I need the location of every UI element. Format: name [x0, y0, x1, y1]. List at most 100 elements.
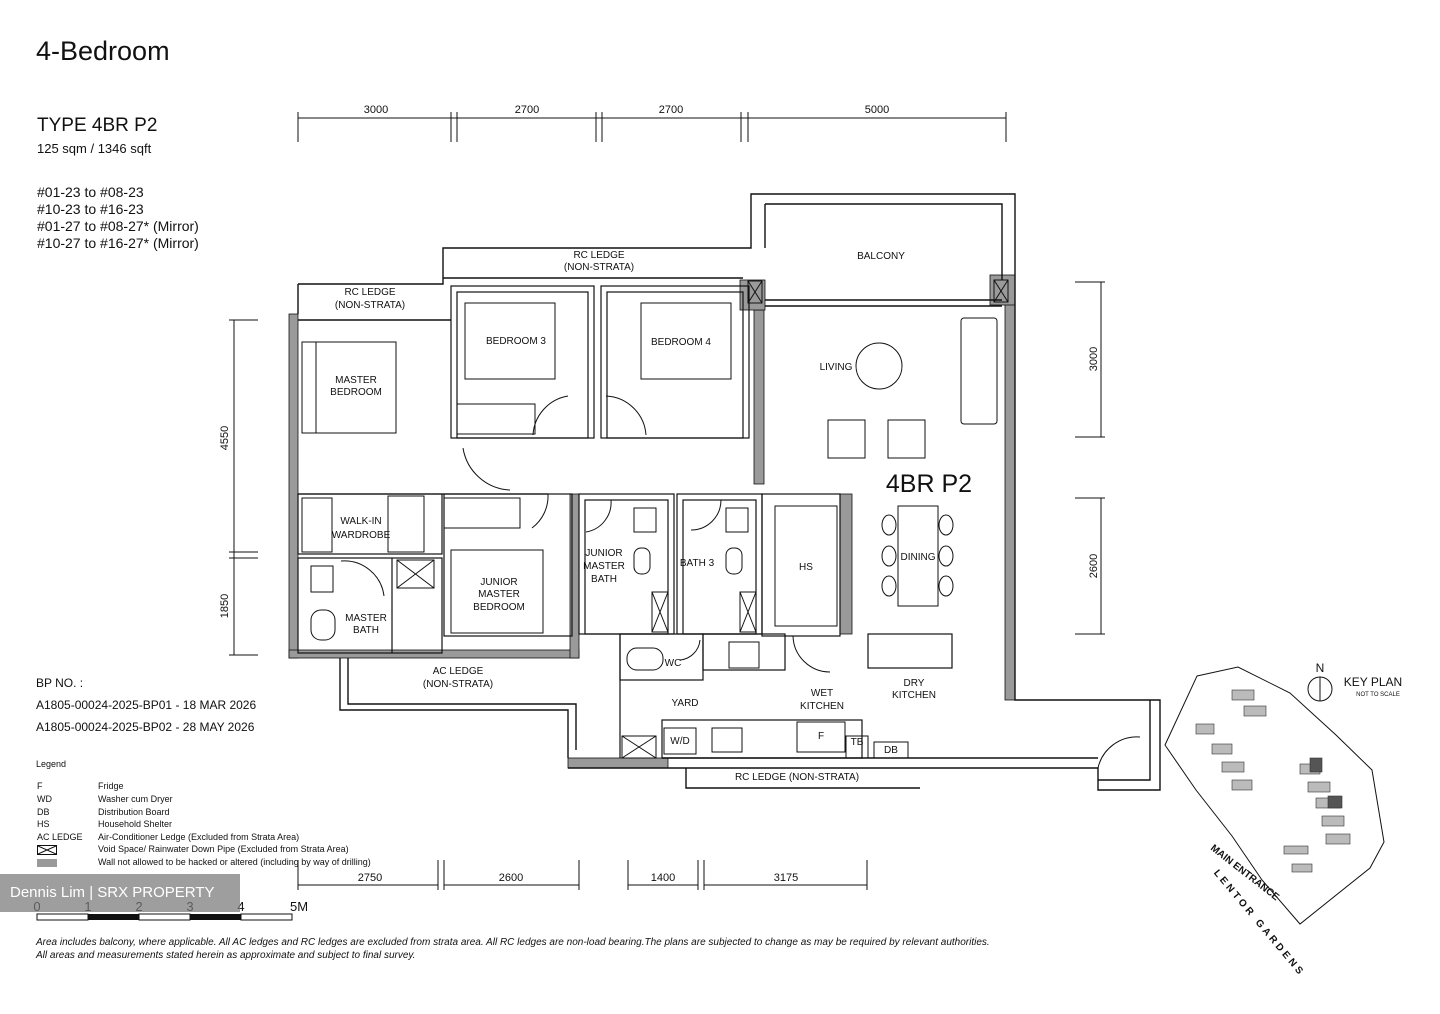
sink-icon [711, 727, 743, 753]
room-label-junior-master-bedroom: JUNIOR [480, 577, 517, 588]
dimension-label: 2750 [358, 872, 382, 884]
ledge-label-rc: RC LEDGE (NON-STRATA) [735, 772, 859, 783]
void-boxes [396, 279, 1009, 759]
bed4-icon [640, 302, 732, 380]
room-label-junior-master-bath: JUNIOR [585, 548, 622, 559]
dining-table-icon [897, 505, 939, 607]
room-label-yard: YARD [671, 698, 698, 709]
room-label-wet-kitchen: WET [811, 688, 833, 699]
desk-icon [456, 403, 536, 435]
legend-key: HS [37, 819, 50, 829]
fridge-icon [796, 721, 846, 753]
room-label-bedroom3: BEDROOM 3 [486, 336, 546, 347]
room-label-junior-master-bath: MASTER [583, 561, 625, 572]
legend-desc: Air-Conditioner Ledge (Excluded from Str… [98, 832, 300, 842]
dimension-label: 4550 [219, 426, 231, 450]
dimension-bottom [297, 860, 868, 890]
room-label-balcony: BALCONY [857, 251, 905, 262]
basin-icon [310, 565, 334, 593]
site-blocks [1195, 689, 1351, 873]
basin-icon [633, 507, 657, 533]
footnote: Area includes balcony, where applicable.… [36, 936, 990, 962]
scale-bar [36, 913, 293, 921]
site-outline [1164, 666, 1385, 925]
room-label-master-bedroom: MASTER [335, 375, 377, 386]
unit-range: #01-27 to #08-27* (Mirror) [37, 218, 199, 234]
north-label: N [1316, 661, 1325, 675]
coffee-table-icon [855, 342, 903, 390]
unit-type-label: TYPE 4BR P2 [37, 115, 158, 136]
scale-label: 5M [290, 899, 308, 914]
void-space-icon [37, 845, 57, 855]
room-label-junior-master-bath: BATH [591, 574, 617, 585]
room-label-master-bath: BATH [353, 625, 379, 636]
dimension-label: 1400 [651, 872, 675, 884]
armchair-icon [887, 419, 926, 459]
legend-title: Legend [36, 759, 67, 769]
room-label-dry-kitchen: KITCHEN [892, 690, 936, 701]
junior-bed-icon [450, 549, 544, 634]
legend-key: AC LEDGE [37, 832, 83, 842]
dimension-label: 2600 [499, 872, 523, 884]
room-label-living: LIVING [820, 362, 853, 373]
bed3-icon [464, 302, 556, 380]
furniture [301, 302, 998, 759]
armchair-icon [827, 419, 866, 459]
dimension-label: 5000 [865, 104, 889, 116]
unit-area: 125 sqm / 1346 sqft [37, 141, 152, 156]
structural-wall-swatch [37, 859, 57, 867]
interior-walls [297, 285, 953, 759]
label-fridge: F [818, 731, 824, 742]
label-db: DB [884, 745, 898, 756]
ledge-label-ac: AC LEDGE [433, 666, 484, 677]
ledge-label-rc: (NON-STRATA) [335, 300, 405, 311]
legend-desc: Fridge [98, 781, 124, 791]
bp-number: A1805-00024-2025-BP02 - 28 MAY 2026 [36, 720, 255, 734]
toilet-icon [310, 609, 336, 641]
plan-type-label: 4BR P2 [886, 470, 972, 498]
dimension-label: 1850 [219, 594, 231, 618]
basin-icon [725, 507, 749, 533]
legend-desc: Wall not allowed to be hacked or altered… [98, 857, 371, 867]
room-label-junior-master-bedroom: BEDROOM [473, 602, 525, 613]
room-label-walkin: WALK-IN [340, 516, 381, 527]
legend-desc: Distribution Board [98, 807, 170, 817]
page-title: 4-Bedroom [36, 36, 170, 66]
sofa-icon [960, 317, 998, 425]
scale-label: 4 [237, 899, 244, 914]
footnote-line: All areas and measurements stated herein… [36, 950, 416, 961]
hob-icon [728, 641, 760, 669]
legend-key: F [37, 781, 43, 791]
toilet-icon [725, 547, 743, 575]
room-label-wc: WC [665, 658, 682, 669]
footnote-line: Area includes balcony, where applicable.… [36, 937, 990, 948]
legend-key: DB [37, 807, 50, 817]
key-plan [1164, 666, 1385, 925]
room-label-bath3: BATH 3 [680, 558, 715, 569]
legend-desc: Household Shelter [98, 819, 173, 829]
label-wd: W/D [670, 736, 689, 747]
room-label-hs: HS [799, 562, 813, 573]
room-label-wet-kitchen: KITCHEN [800, 701, 844, 712]
dimension-label: 2700 [659, 104, 683, 116]
dimension-label: 2700 [515, 104, 539, 116]
dimension-label: 3000 [364, 104, 388, 116]
dimension-label: 3175 [774, 872, 798, 884]
room-label-junior-master-bedroom: MASTER [478, 589, 520, 600]
ledge-label-ac: (NON-STRATA) [423, 679, 493, 690]
unit-range: #01-23 to #08-23 [37, 184, 144, 200]
room-label-dry-kitchen: DRY [904, 678, 925, 689]
legend-key: WD [37, 794, 52, 804]
key-plan-subtitle: NOT TO SCALE [1356, 692, 1400, 698]
ledge-label-rc: (NON-STRATA) [564, 262, 634, 273]
legend-desc: Washer cum Dryer [98, 794, 173, 804]
toilet-icon [633, 547, 651, 575]
key-plan-title: KEY PLAN [1344, 675, 1402, 689]
bp-number-label: BP NO. : [36, 676, 84, 690]
dimension-label: 3000 [1088, 347, 1100, 371]
unit-range: #10-27 to #16-27* (Mirror) [37, 235, 199, 251]
label-tb: TB [851, 737, 864, 748]
wardrobe-icon [301, 497, 333, 553]
dimension-label: 2600 [1088, 554, 1100, 578]
room-label-master-bath: MASTER [345, 613, 387, 624]
